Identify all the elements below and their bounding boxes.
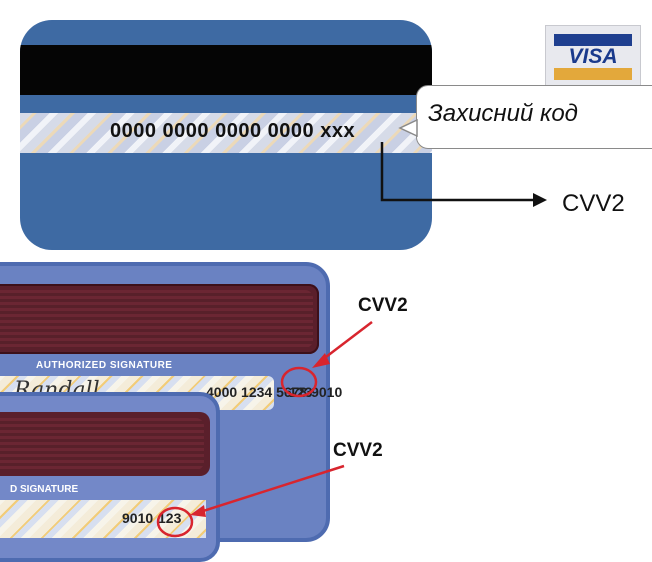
card-top-back: 0000 0000 0000 0000 xxx [20,20,432,250]
arrowhead-icon [533,193,547,207]
cvv2-label-bottom: CVV2 [333,440,383,461]
callout-text: Захисний код [428,100,578,127]
visa-logo: VISA [545,25,641,87]
magnetic-stripe [0,284,319,354]
cvv2-label-middle: CVV2 [358,295,408,316]
cvv2-code: 123 [158,510,182,526]
signature-strip [20,113,432,153]
visa-logo-text: VISA [568,45,618,68]
magnetic-stripe [0,412,210,476]
magnetic-stripe [20,45,432,95]
card-number: 0000 0000 0000 0000 [110,120,315,142]
card-number: 9010 [122,510,154,526]
signature-strip-text: 0000 0000 0000 0000 xxx [110,120,355,143]
signature-strip: 9010 123 [0,500,206,538]
security-code: xxx [320,120,356,142]
signature-strip-label: D SIGNATURE [10,484,79,495]
cvv2-label-top: CVV2 [562,190,625,217]
card-back-small: D SIGNATURE 9010 123 [0,392,220,562]
cvv2-code: 123 [289,384,313,400]
callout-bubble [416,85,652,149]
signature-strip-label: AUTHORIZED SIGNATURE [36,360,173,371]
card-number: 4000 1234 5678 9010 [206,384,343,400]
